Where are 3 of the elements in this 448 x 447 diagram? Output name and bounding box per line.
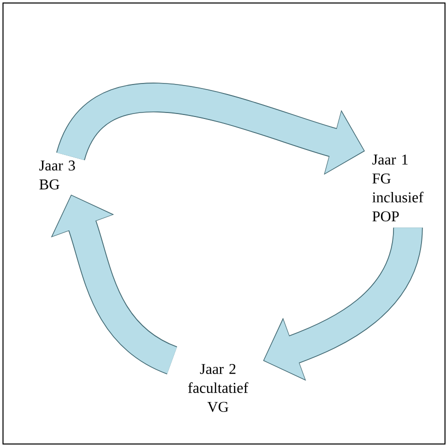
text-label: Jaar 3 BG [39, 160, 75, 190]
text-label: Jaar 1 FG inclusief POP [372, 154, 424, 222]
text-label: Jaar 2 facultatief VG [188, 364, 248, 412]
